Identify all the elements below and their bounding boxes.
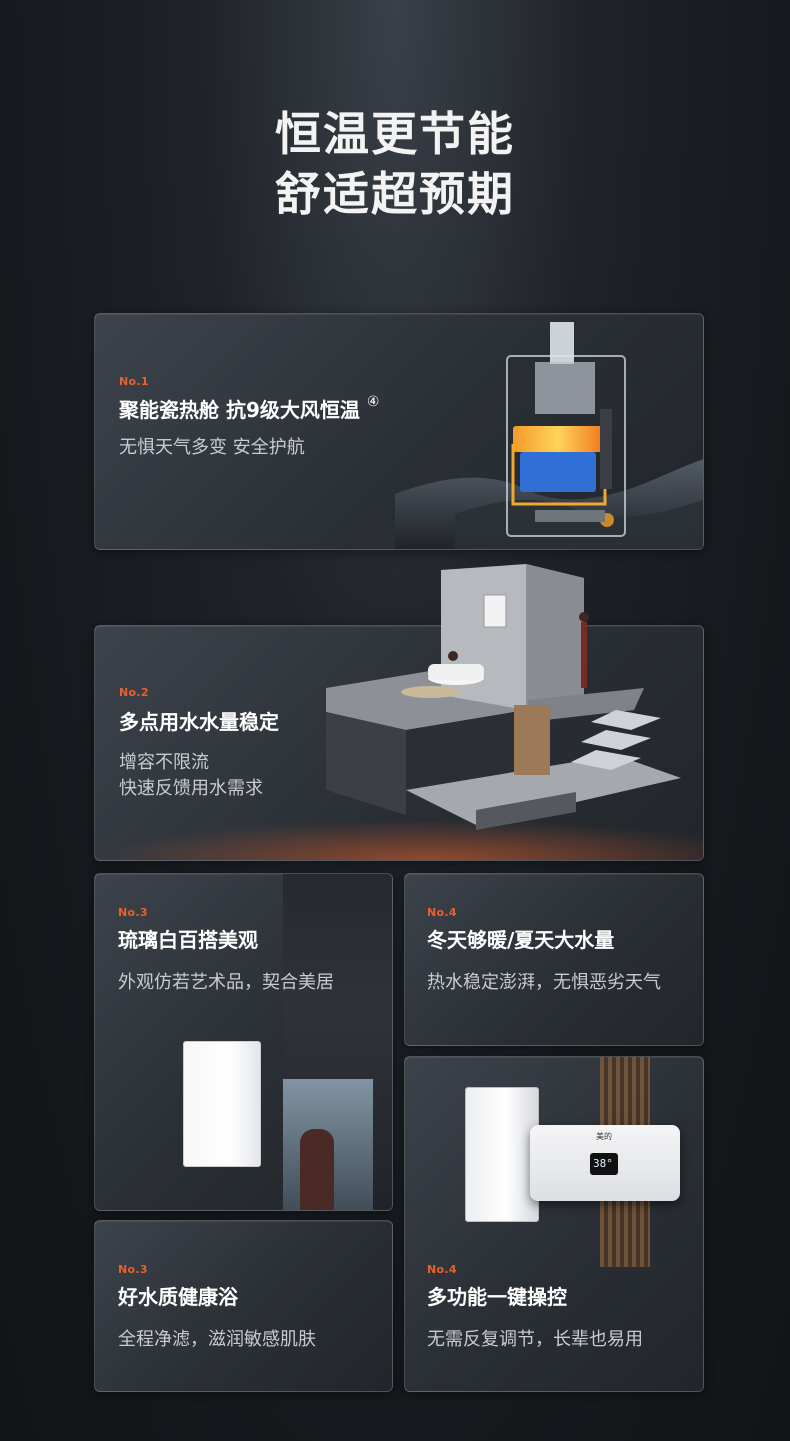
card-2-glow [95, 820, 703, 860]
card-5-number: No.3 [118, 1263, 148, 1276]
feature-card-5: No.3 好水质健康浴 全程净滤，滋润敏感肌肤 [94, 1220, 393, 1392]
card-5-subtitle: 全程净滤，滋润敏感肌肤 [118, 1329, 316, 1350]
card-4-subtitle: 热水稳定澎湃，无惧恶劣天气 [427, 972, 661, 993]
card-1-subtitle: 无惧天气多变 安全护航 [119, 437, 305, 458]
headline-line-2: 舒适超预期 [275, 167, 515, 221]
panel-display: 38° [590, 1153, 618, 1175]
feature-card-6: 美的 38° No.4 多功能一键操控 无需反复调节，长辈也易用 [404, 1056, 704, 1392]
panel-temperature: 38° [593, 1157, 613, 1170]
woman-figure [300, 1129, 334, 1210]
heater-cutaway-illustration [395, 322, 703, 549]
card-2-number: No.2 [119, 686, 149, 699]
feature-card-3: No.3 琉璃白百搭美观 外观仿若艺术品，契合美居 [94, 873, 393, 1211]
water-heater-image [183, 1041, 261, 1167]
card-1-number: No.1 [119, 375, 149, 388]
card-6-subtitle: 无需反复调节，长辈也易用 [427, 1329, 643, 1350]
page-headline: 恒温更节能 舒适超预期 [0, 104, 790, 224]
card-1-footnote: ④ [366, 394, 380, 410]
feature-card-4: No.4 冬天够暖/夏天大水量 热水稳定澎湃，无惧恶劣天气 [404, 873, 704, 1046]
card-5-title: 好水质健康浴 [118, 1285, 238, 1309]
card-4-title: 冬天够暖/夏天大水量 [427, 928, 615, 952]
card-4-number: No.4 [427, 906, 457, 919]
card-1-title: 聚能瓷热舱 抗9级大风恒温 ④ [119, 394, 379, 423]
card-2-subtitle-line-2: 快速反馈用水需求 [119, 778, 263, 799]
house-scene-illustration [326, 564, 681, 830]
card-3-subtitle: 外观仿若艺术品，契合美居 [118, 972, 334, 993]
card-1-title-text: 聚能瓷热舱 抗9级大风恒温 [119, 398, 360, 422]
panel-brand: 美的 [596, 1132, 612, 1141]
feature-card-1: No.1 聚能瓷热舱 抗9级大风恒温 ④ 无惧天气多变 安全护航 [94, 313, 704, 550]
water-heater-image-2 [465, 1087, 539, 1222]
card-2-title: 多点用水水量稳定 [119, 710, 279, 734]
control-panel-card: 美的 38° [530, 1125, 680, 1201]
card-6-number: No.4 [427, 1263, 457, 1276]
card-2-subtitle-line-1: 增容不限流 [119, 752, 209, 773]
card-3-title: 琉璃白百搭美观 [118, 928, 258, 952]
card-6-title: 多功能一键操控 [427, 1285, 567, 1309]
headline-line-1: 恒温更节能 [275, 107, 515, 161]
card-3-number: No.3 [118, 906, 148, 919]
